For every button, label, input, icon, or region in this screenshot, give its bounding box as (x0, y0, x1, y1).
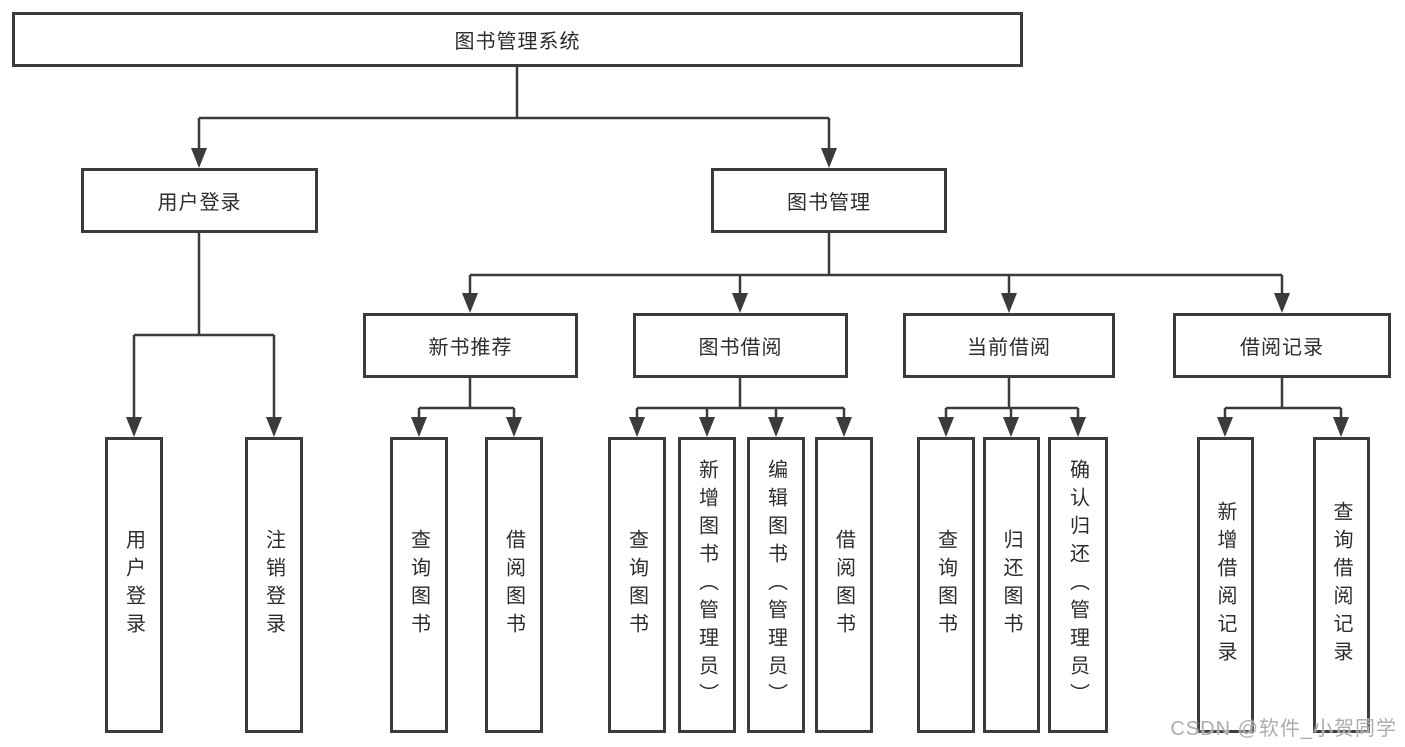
connector-current-to-leaves (944, 378, 1080, 419)
leaf-edit-book-admin: 编辑图书（管理员） (747, 437, 805, 733)
leaf-confirm-return-admin: 确认归还（管理员） (1048, 437, 1108, 733)
leaf-user-login: 用户登录 (105, 437, 163, 733)
leaf-borrow-books: 借阅图书 (815, 437, 873, 733)
node-book-borrowing: 图书借阅 (633, 313, 848, 378)
node-new-book-recommendation: 新书推荐 (363, 313, 578, 378)
arrowheads-current-leaves (938, 417, 1086, 437)
leaf-query-books-recommend: 查询图书 (390, 437, 448, 733)
node-borrowing-records: 借阅记录 (1173, 313, 1391, 378)
node-current-borrowing: 当前借阅 (903, 313, 1115, 378)
arrowheads-login-leaves (126, 417, 282, 437)
connector-recommend-to-leaves (417, 378, 516, 419)
leaf-borrow-books-recommend: 借阅图书 (485, 437, 543, 733)
leaf-query-borrow-record: 查询借阅记录 (1313, 437, 1370, 733)
node-library-management-system: 图书管理系统 (12, 12, 1023, 67)
arrowheads-level2 (191, 148, 837, 168)
arrowheads-records-leaves (1217, 417, 1349, 437)
node-user-login: 用户登录 (81, 168, 318, 233)
leaf-logout: 注销登录 (245, 437, 303, 733)
connector-borrow-to-leaves (635, 378, 846, 419)
leaf-add-book-admin: 新增图书（管理员） (678, 437, 736, 733)
connector-mgmt-to-level3 (468, 233, 1284, 295)
connector-root-to-level2 (197, 67, 831, 150)
leaf-query-books-borrow: 查询图书 (608, 437, 666, 733)
arrowheads-recommend-leaves (411, 417, 522, 437)
leaf-add-borrow-record: 新增借阅记录 (1197, 437, 1254, 733)
arrowheads-borrow-leaves (629, 417, 852, 437)
leaf-query-books-current: 查询图书 (917, 437, 975, 733)
csdn-watermark: CSDN @软件_小贺同学 (1170, 718, 1397, 740)
connector-login-to-leaves (132, 233, 276, 419)
connector-records-to-leaves (1223, 378, 1343, 419)
node-book-management: 图书管理 (711, 168, 947, 233)
arrowheads-level3 (462, 293, 1290, 313)
leaf-return-book: 归还图书 (983, 437, 1040, 733)
